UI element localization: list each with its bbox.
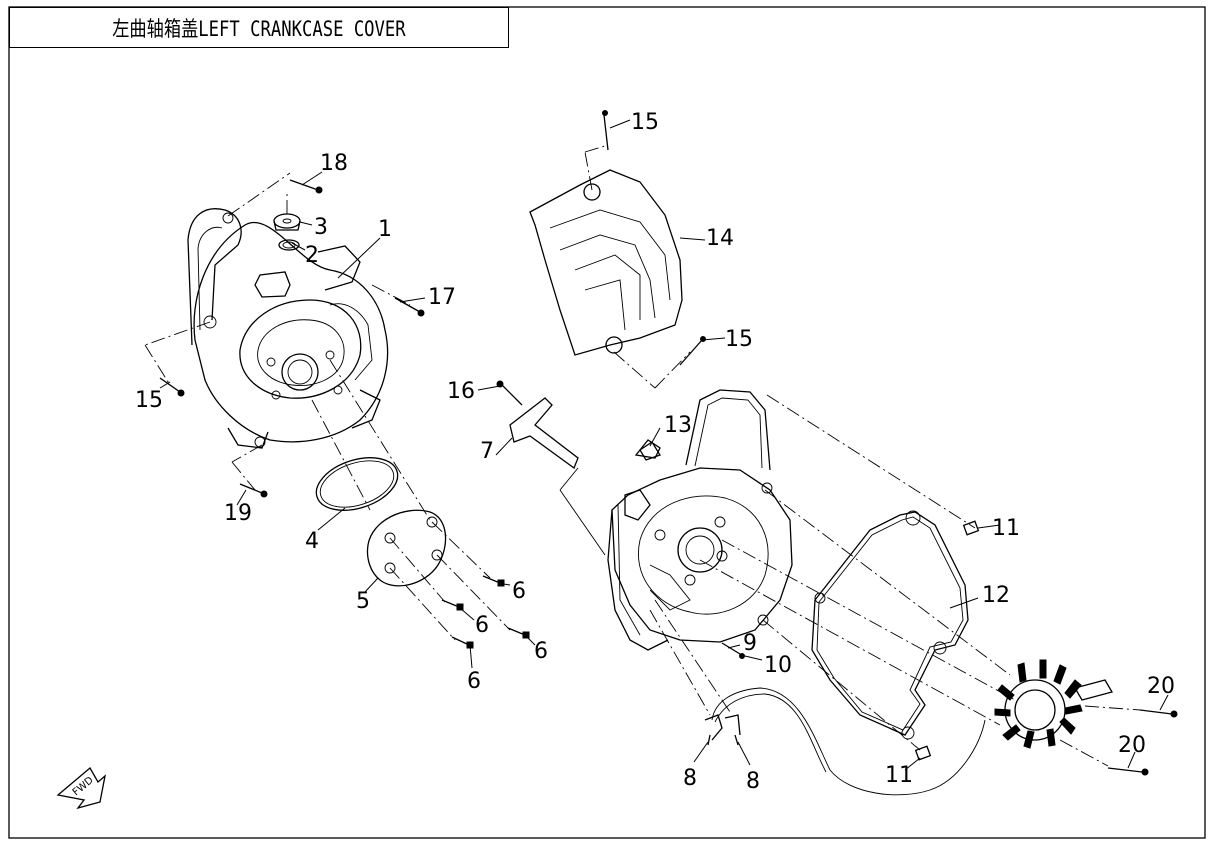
callout-16: 16 (447, 379, 475, 404)
drawing-title: 左曲轴箱盖LEFT CRANKCASE COVER (112, 16, 406, 41)
callout-4: 4 (305, 529, 319, 554)
fwd-label: FWD (71, 775, 96, 799)
callout-8a: 8 (683, 766, 697, 791)
stator-housing (607, 389, 793, 651)
callout-17: 17 (428, 285, 456, 310)
callout-5: 5 (356, 589, 370, 614)
callout-8b: 8 (746, 769, 760, 794)
callout-3: 3 (314, 215, 328, 240)
bolts-misc (159, 179, 425, 498)
callout-6d: 6 (467, 669, 481, 694)
callout-2: 2 (305, 243, 319, 268)
wire-clip (634, 439, 661, 459)
callout-10: 10 (764, 653, 792, 678)
upper-cover (529, 110, 706, 389)
left-crankcase-cover (187, 208, 389, 449)
drawing-frame (8, 6, 1206, 839)
callout-leaders (159, 119, 1169, 771)
callout-9: 9 (743, 631, 757, 656)
callout-20a: 20 (1147, 674, 1175, 699)
callout-15c: 15 (135, 388, 163, 413)
filler-cap (273, 213, 301, 231)
callout-15b: 15 (725, 327, 753, 352)
callout-1: 1 (378, 217, 392, 242)
callout-12: 12 (982, 583, 1010, 608)
callout-11b: 11 (885, 763, 913, 788)
callout-20b: 20 (1118, 733, 1146, 758)
callout-13: 13 (664, 413, 692, 438)
callout-6a: 6 (512, 579, 526, 604)
callout-numbers: 1 2 3 4 5 6 6 6 6 7 8 8 9 10 11 11 12 13… (135, 110, 1175, 794)
dowel-pins (914, 520, 980, 761)
callout-18: 18 (320, 151, 348, 176)
assembly-lines-right (699, 394, 1016, 751)
bracket (496, 380, 606, 556)
assembly-lines-left (144, 172, 511, 641)
callout-14: 14 (706, 226, 734, 251)
callout-6b: 6 (475, 613, 489, 638)
callout-11a: 11 (992, 516, 1020, 541)
stator (994, 659, 1178, 776)
forward-direction-arrow: FWD (56, 767, 106, 810)
wire-harness (649, 599, 986, 796)
bolts-9-10 (721, 642, 745, 659)
callout-6c: 6 (534, 639, 548, 664)
gasket (811, 510, 969, 740)
callout-7: 7 (480, 439, 494, 464)
callout-19: 19 (224, 501, 252, 526)
o-ring-large (315, 457, 399, 511)
callout-15a: 15 (631, 110, 659, 135)
inspection-plate (366, 509, 447, 587)
